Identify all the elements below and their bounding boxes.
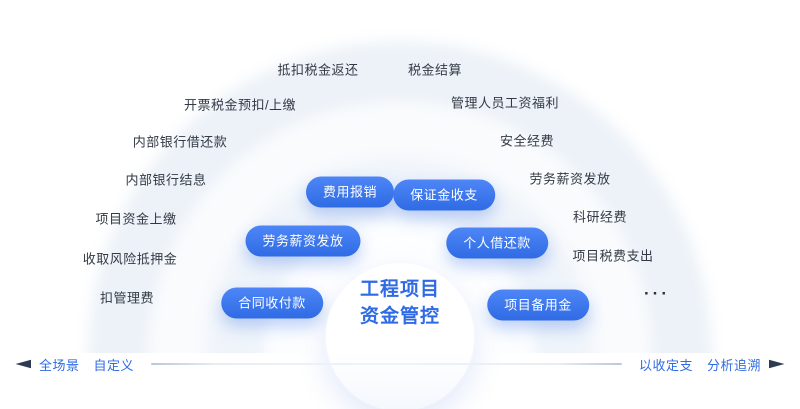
arc-label: 项目税费支出 — [572, 248, 654, 264]
axis-label-customizable: 自定义 — [93, 357, 135, 373]
center-title-line1: 工程项目 — [359, 279, 440, 300]
arc-label: 科研经费 — [572, 209, 628, 225]
arc-label: 收取风险抵押金 — [82, 251, 178, 267]
pill-contract-payments: 合同收付款 — [221, 287, 323, 319]
pill-deposit-in-out: 保证金收支 — [393, 179, 495, 211]
arc-label-ellipsis: ··· — [644, 284, 670, 303]
arc-label: 开票税金预扣/上缴 — [183, 97, 297, 113]
center-node: 工程项目 资金管控 — [325, 262, 475, 409]
arc-label: 抵扣税金返还 — [277, 62, 359, 78]
pill-labor-salary-payment: 劳务薪资发放 — [245, 225, 361, 257]
right-arrow-icon — [769, 359, 785, 369]
pill-project-petty-cash: 项目备用金 — [487, 289, 589, 321]
arc-label: 内部银行结息 — [125, 172, 207, 188]
arc-label: 项目资金上缴 — [95, 211, 177, 227]
arc-label: 扣管理费 — [99, 290, 155, 306]
arc-label: 劳务薪资发放 — [529, 171, 611, 187]
arc-label: 管理人员工资福利 — [450, 95, 560, 111]
axis-label-full-scenario: 全场景 — [39, 357, 80, 373]
axis-line — [151, 363, 622, 365]
arc-label: 内部银行借还款 — [132, 134, 228, 150]
pill-personal-loan-repay: 个人借还款 — [446, 227, 548, 259]
arc-label: 税金结算 — [407, 62, 463, 78]
axis-label-spend-by-income: 以收定支 — [638, 357, 693, 373]
axis-label-trace-analysis: 分析追溯 — [706, 357, 761, 373]
arc-label: 安全经费 — [499, 133, 555, 149]
pill-expense-reimbursement: 费用报销 — [305, 176, 395, 208]
left-arrow-icon — [15, 359, 31, 369]
bottom-axis: 全场景 自定义 以收定支 分析追溯 — [14, 355, 786, 373]
center-title-line2: 资金管控 — [359, 306, 440, 327]
